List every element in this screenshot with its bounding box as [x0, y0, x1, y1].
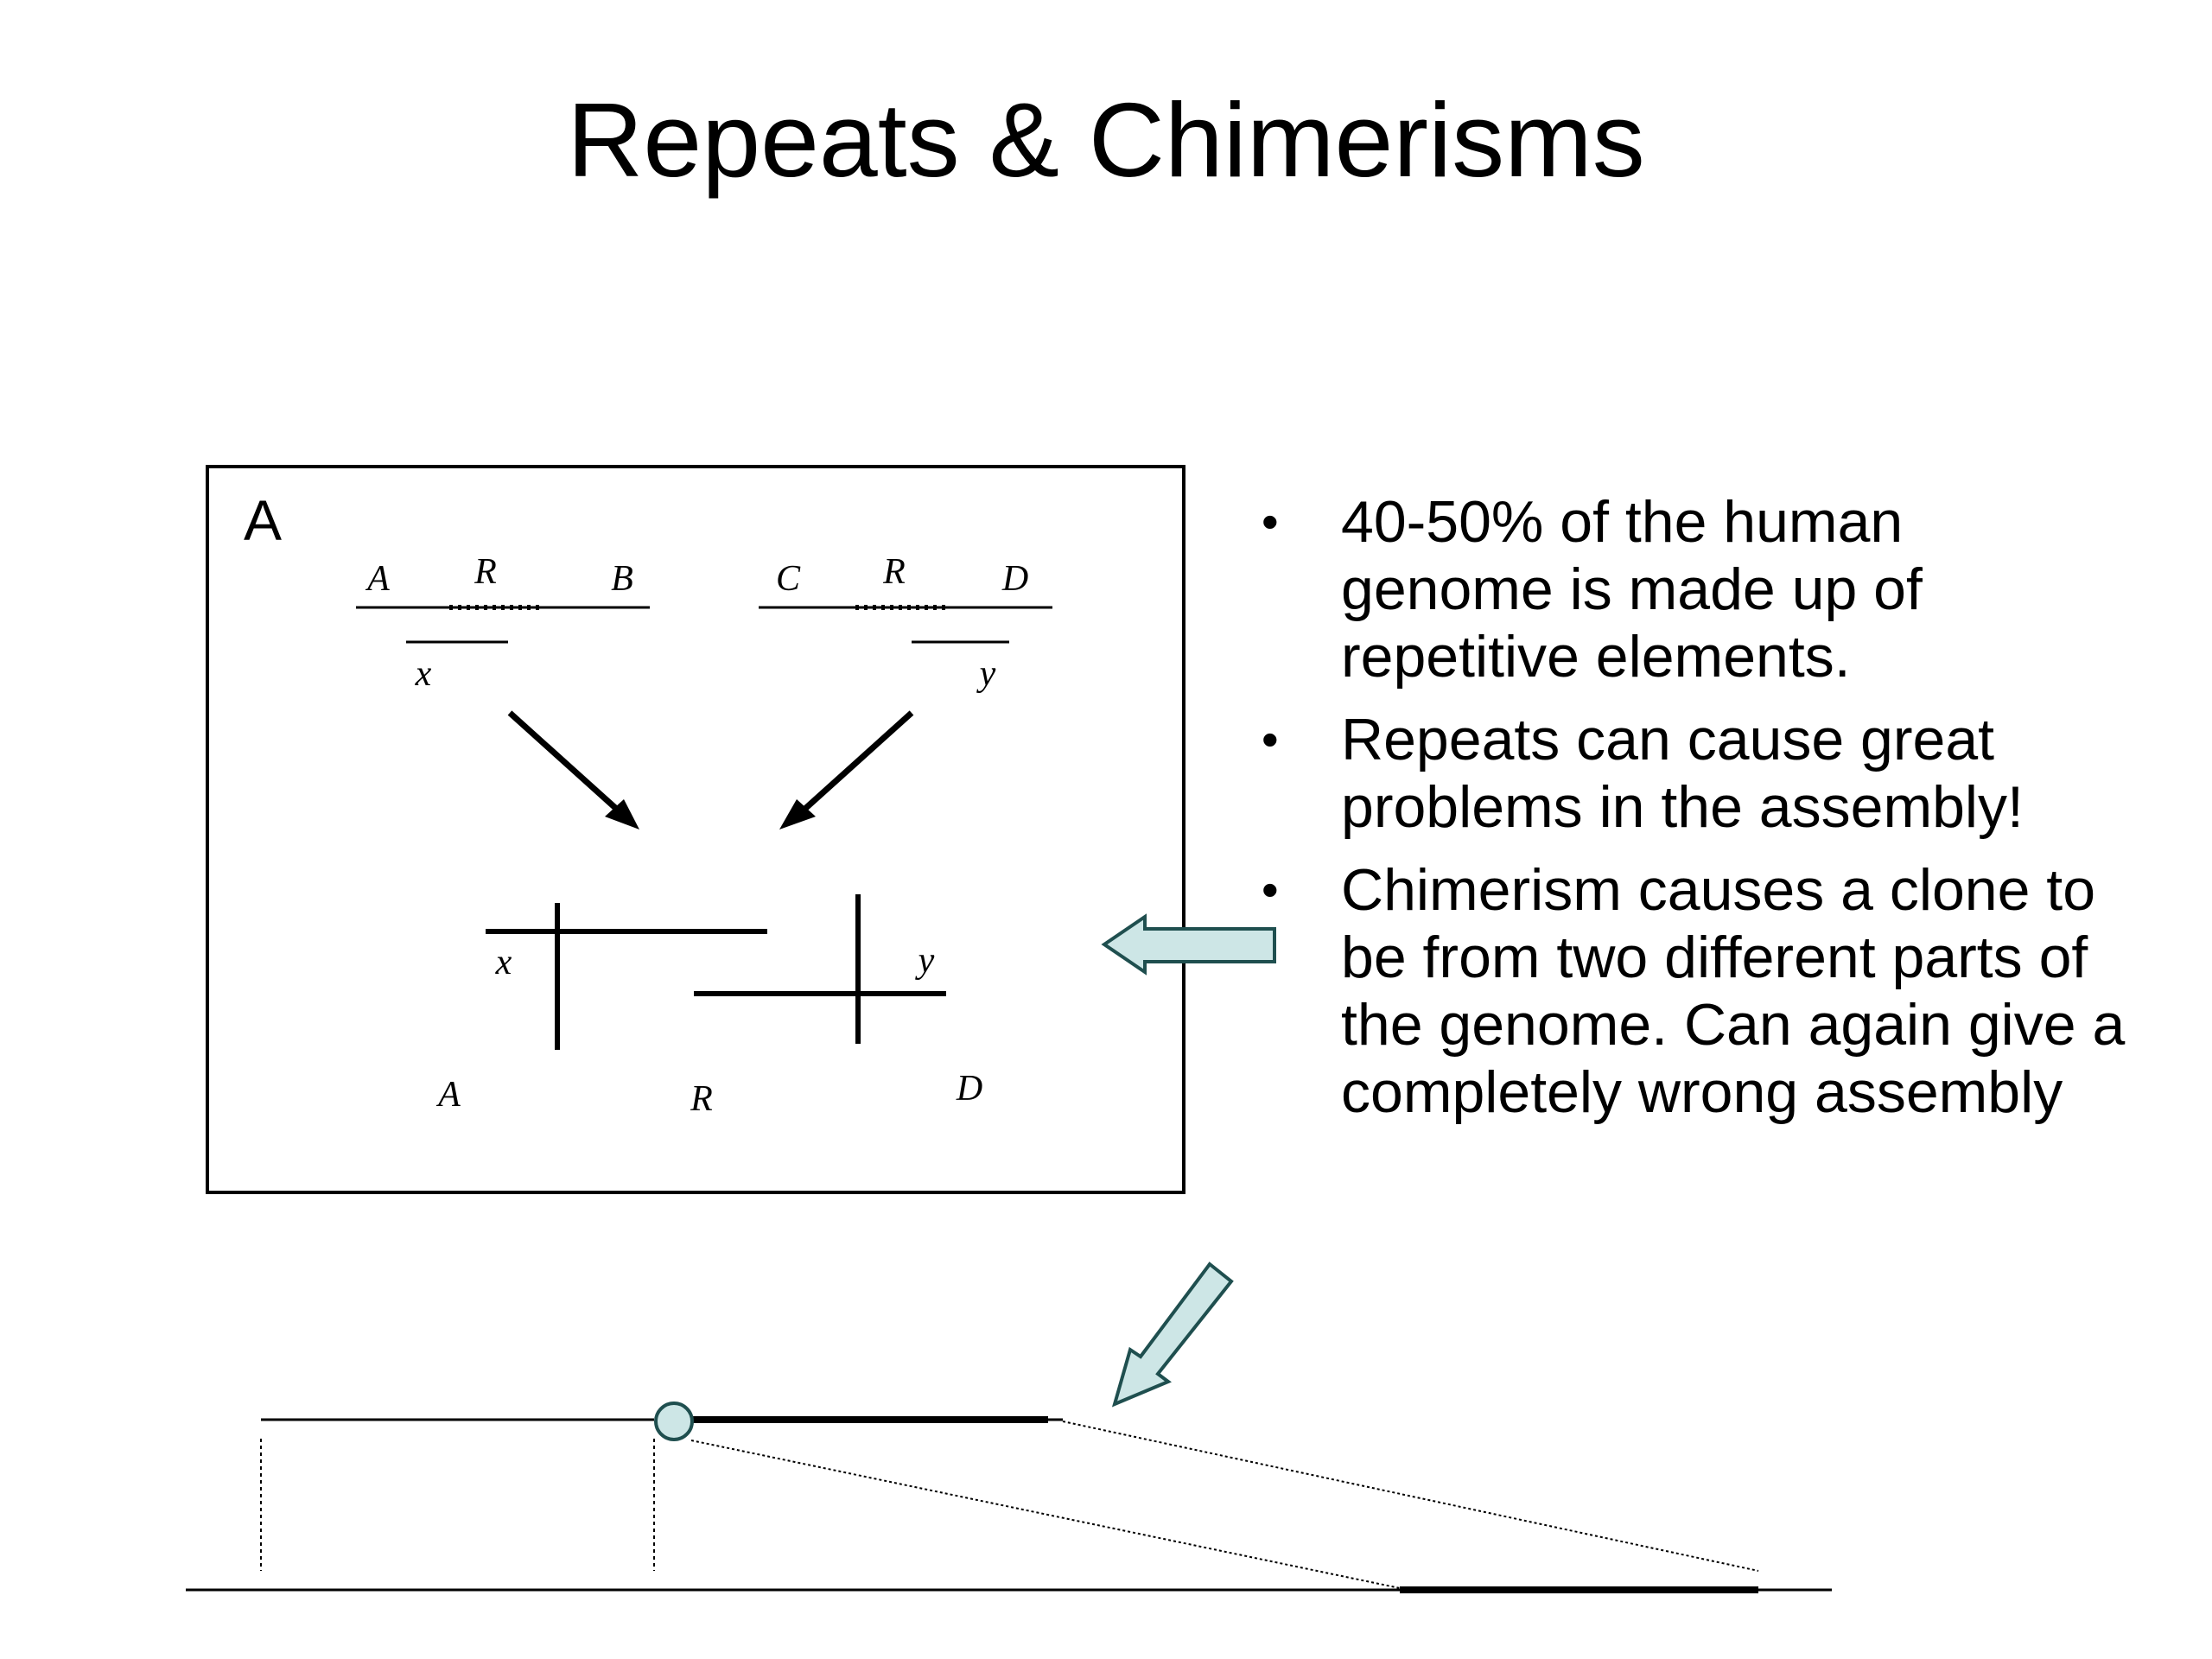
misassembled-contig: x y A R D — [435, 894, 982, 1119]
bullet-dot-icon: • — [1262, 862, 1279, 917]
top-left-clone-x: x — [415, 654, 432, 694]
top-right-label-r: R — [882, 552, 906, 592]
bottom-clone-y: y — [915, 941, 935, 981]
top-right-segment: C R D y — [759, 552, 1052, 694]
panel-label: A — [244, 488, 282, 552]
top-right-label-d: D — [1001, 559, 1028, 599]
junction-point — [654, 1402, 694, 1441]
bottom-clone-x: x — [495, 943, 512, 982]
bullet-text: 40-50% of the human genome is made up of… — [1341, 489, 1923, 690]
merge-arrow-right — [779, 710, 914, 830]
bottom-label-r: R — [690, 1079, 713, 1119]
top-right-clone-y: y — [976, 654, 996, 694]
slide-title: Repeats & Chimerisms — [567, 81, 1645, 199]
top-left-label-b: B — [611, 559, 633, 599]
bullet-item: • Repeats can cause great problems in th… — [1244, 706, 2126, 841]
bullet-text: Chimerism causes a clone to be from two … — [1341, 857, 2126, 1125]
top-left-label-r: R — [474, 552, 497, 592]
bullet-dot-icon: • — [1262, 494, 1279, 549]
top-left-segment: A R B x — [356, 552, 650, 694]
bullet-dot-icon: • — [1262, 712, 1279, 766]
bottom-label-d: D — [956, 1069, 982, 1109]
merge-arrow-left — [507, 710, 639, 830]
top-right-label-c: C — [776, 559, 801, 599]
bullet-list: • 40-50% of the human genome is made up … — [1244, 488, 2126, 1141]
bullet-text: Repeats can cause great problems in the … — [1341, 707, 2024, 840]
chimerism-illustration — [186, 1402, 1832, 1593]
bullet-item: • 40-50% of the human genome is made up … — [1244, 488, 2126, 690]
callout-arrow-diagonal — [1111, 1262, 1234, 1408]
figure-frame — [206, 465, 1185, 1194]
bottom-label-a: A — [435, 1075, 461, 1115]
top-left-label-a: A — [365, 559, 390, 599]
bullet-item: • Chimerism causes a clone to be from tw… — [1244, 856, 2126, 1126]
callout-arrow-left — [1101, 913, 1276, 976]
